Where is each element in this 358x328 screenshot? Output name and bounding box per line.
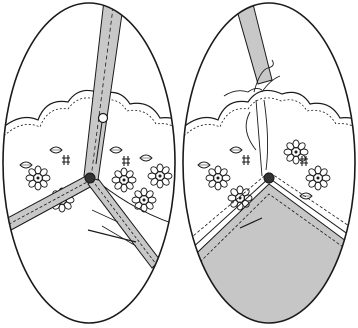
- leaf-motif-icon: [140, 155, 152, 161]
- leaf-motif-icon: [300, 193, 312, 199]
- left-band-strip: [0, 176, 92, 236]
- flower-motif-icon: [148, 164, 172, 188]
- right-panel: [180, 0, 358, 328]
- left-panel: [0, 0, 180, 323]
- leaf-motif-icon: [20, 162, 32, 168]
- flower-motif-icon: [206, 166, 230, 190]
- leaf-motif-icon: [230, 147, 242, 153]
- flower-motif-icon: [228, 186, 252, 210]
- flower-motif-icon: [284, 140, 308, 164]
- filled-lower-region: [180, 184, 358, 328]
- bead-icon: [85, 173, 95, 183]
- flower-motif-icon: [306, 166, 330, 190]
- flower-motif-icon: [132, 188, 156, 212]
- hash-motif-icon: [122, 156, 130, 166]
- hash-motif-icon: [242, 155, 250, 165]
- leaf-motif-icon: [110, 147, 122, 153]
- leaf-motif-icon: [198, 162, 210, 168]
- flower-motif-icon: [112, 168, 136, 192]
- flower-motif-icon: [26, 166, 50, 190]
- leaf-motif-icon: [50, 147, 62, 153]
- bead-icon: [264, 173, 274, 183]
- hash-motif-icon: [62, 155, 70, 165]
- lace-scallop-edge: [180, 90, 358, 130]
